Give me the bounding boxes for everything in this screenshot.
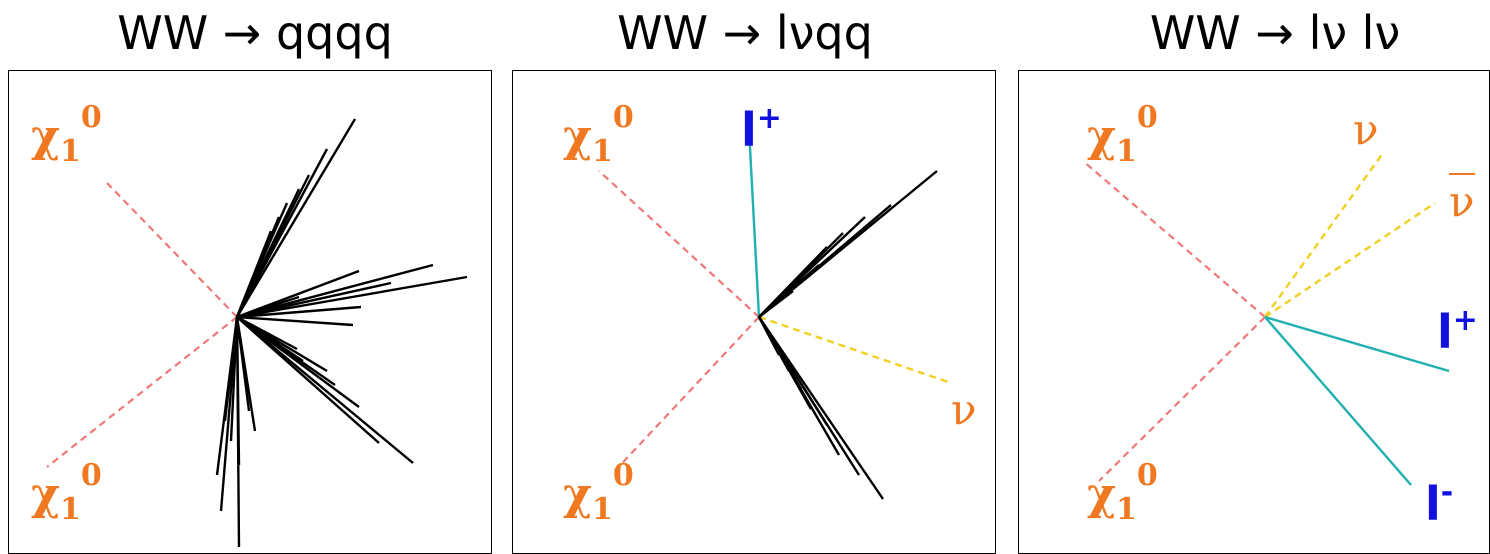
jet-track [236,305,362,319]
jet-track [757,316,781,356]
event-display-lvqq [598,128,952,500]
jet-cluster [757,170,938,500]
event-panel-qqqq: χ10 χ10 [8,70,492,554]
jet-track [235,246,267,318]
event-display-qqqq [46,118,468,548]
neutralino-label: χ10 [563,458,634,527]
neutralino-label: χ10 [563,100,634,169]
jet-track [236,316,304,362]
lepton-track [1264,316,1412,486]
neutralino-track [598,170,760,318]
neutralino-label: χ10 [1087,458,1158,527]
jet-track [235,316,241,466]
neutralino-track [612,316,760,474]
jet-track [235,316,251,412]
lepton-track [747,128,761,318]
neutralino-track [1082,160,1266,318]
neutrino-label: ν [1353,105,1379,154]
neutralino-track [1098,316,1266,482]
jet-track [235,118,357,318]
neutrino-track [1264,152,1384,318]
jet-track [236,281,392,319]
lepton-plus-label: l+ [741,101,782,157]
neutralino-label: χ10 [31,100,102,169]
event-panel-lvqq: χ10 χ10 l+ ν [512,70,996,554]
jet-track [236,315,354,327]
jet-track [236,295,300,319]
jet-track [236,275,468,319]
jet-track [236,263,434,319]
jet-track [236,315,298,351]
lepton-plus-label: l+ [1437,303,1478,359]
neutralino-track [106,182,238,318]
lepton-track [1264,315,1450,373]
neutralino-label: χ10 [31,458,102,527]
antineutrino-track [1264,202,1436,318]
neutralino-track [46,316,238,468]
antineutrino-label: ν [1449,173,1475,226]
event-panel-lvlv: χ10 χ10 ν ν l+ l- [1018,70,1490,554]
jet-track [229,316,239,442]
panel-title-lvlv: WW → lν lν [1149,6,1401,60]
jet-track [758,316,884,500]
jet-track [223,316,239,422]
jet-track [236,316,414,464]
jet-track [758,246,828,318]
event-display-lvlv [1082,152,1450,486]
panel-title-lvqq: WW → lνqq [617,6,873,60]
neutrino-track [758,315,952,385]
jet-cluster [215,118,468,548]
neutralino-label: χ10 [1087,100,1158,169]
jet-track [758,290,794,318]
neutrino-label: ν [951,385,977,434]
lepton-minus-label: l- [1425,475,1454,531]
panel-title-qqqq: WW → qqqq [117,6,393,60]
jet-track [236,316,380,444]
